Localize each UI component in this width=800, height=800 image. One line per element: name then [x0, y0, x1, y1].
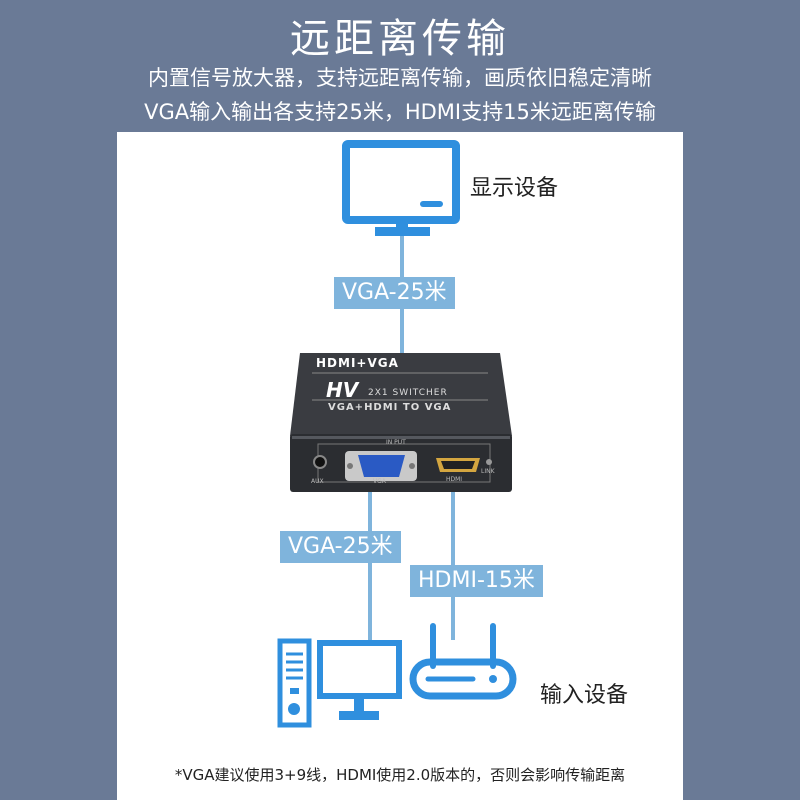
monitor-icon: [342, 140, 460, 236]
switcher-device: [290, 353, 512, 492]
aux-port-label: AUX: [311, 478, 324, 485]
vga-port-icon: [345, 451, 417, 481]
device-panel-label: IN PUT: [386, 439, 406, 446]
device-top-brand: HDMI+VGA: [316, 356, 399, 370]
cable-tag-top: VGA-25米: [334, 277, 455, 309]
vga-port-label: VGA: [373, 478, 386, 485]
subtitle-line-2: VGA输入输出各支持25米，HDMI支持15米远距离传输: [144, 100, 656, 124]
aux-port-icon: [313, 455, 327, 469]
hdmi-port-icon: [436, 458, 480, 472]
hdmi-port-label: HDMI: [446, 476, 463, 483]
device-model: 2X1 SWITCHER: [368, 388, 448, 398]
device-logo: HV: [326, 378, 359, 402]
device-desc: VGA+HDMI TO VGA: [328, 402, 452, 413]
input-device-label: 输入设备: [540, 683, 629, 708]
subtitle-line-1: 内置信号放大器，支持远距离传输，画质依旧稳定清晰: [148, 66, 652, 90]
page-title: 远距离传输: [290, 16, 510, 62]
link-port-label: LINK: [481, 468, 495, 475]
display-device-label: 显示设备: [470, 176, 559, 201]
footnote: *VGA建议使用3+9线，HDMI使用2.0版本的，否则会影响传输距离: [174, 766, 626, 784]
computer-icon: [277, 638, 402, 728]
router-icon: [409, 623, 517, 700]
link-led-icon: [486, 459, 492, 465]
cable-tag-bottom-left: VGA-25米: [280, 531, 401, 563]
cable-tag-bottom-right: HDMI-15米: [410, 565, 543, 597]
